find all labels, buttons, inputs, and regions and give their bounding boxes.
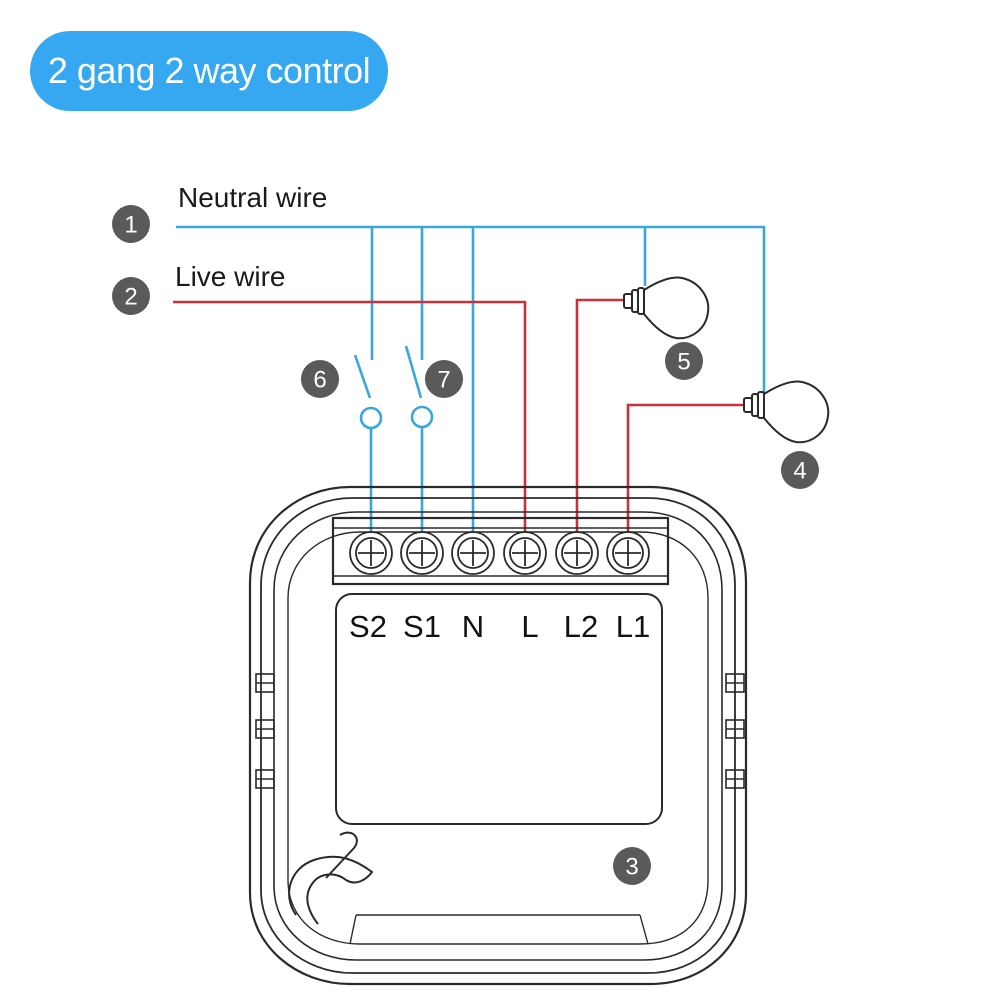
live-wire-label: Live wire — [175, 261, 285, 292]
terminal-label-l: L — [521, 609, 538, 644]
switch-module — [248, 485, 748, 986]
badge-1: 1 — [112, 205, 150, 243]
terminal-screw-l — [503, 531, 547, 575]
badge-number: 1 — [124, 212, 137, 239]
terminal-screw-s2 — [349, 531, 393, 575]
badge-number: 5 — [677, 349, 690, 376]
antenna-tab — [325, 831, 358, 879]
terminal-label-l2: L2 — [564, 609, 598, 644]
bulb-icon-l2 — [623, 276, 710, 340]
terminal-label-l1: L1 — [616, 609, 650, 644]
switch-s2 — [353, 354, 383, 543]
badge-2: 2 — [112, 277, 150, 315]
label-panel — [335, 593, 663, 825]
terminal-label-n: N — [462, 609, 484, 644]
antenna-hook — [288, 855, 374, 925]
neutral-wire-label: Neutral wire — [178, 182, 327, 213]
terminal-label-s1: S1 — [403, 609, 441, 644]
title-badge: 2 gang 2 way control — [30, 31, 388, 111]
neutral-wire — [176, 225, 766, 543]
diagram-title: 2 gang 2 way control — [47, 50, 371, 91]
badge-5: 5 — [665, 342, 703, 380]
live-wire — [173, 298, 747, 543]
switch-s1 — [404, 345, 434, 543]
badge-number: 6 — [313, 367, 326, 394]
badge-number: 3 — [625, 854, 638, 881]
terminal-screw-s1 — [400, 531, 444, 575]
badge-number: 2 — [124, 284, 137, 311]
terminal-screw-l2 — [555, 531, 599, 575]
terminal-screws — [349, 531, 650, 575]
bulb-icon-l1 — [743, 380, 830, 444]
badge-4: 4 — [781, 451, 819, 489]
badge-number: 7 — [437, 367, 450, 394]
terminal-label-s2: S2 — [349, 609, 387, 644]
badge-6: 6 — [301, 360, 339, 398]
badge-number: 4 — [793, 458, 806, 485]
terminal-screw-l1 — [606, 531, 650, 575]
terminal-block — [331, 516, 670, 586]
badge-7: 7 — [425, 360, 463, 398]
badge-3: 3 — [613, 847, 651, 885]
terminal-screw-n — [451, 531, 495, 575]
